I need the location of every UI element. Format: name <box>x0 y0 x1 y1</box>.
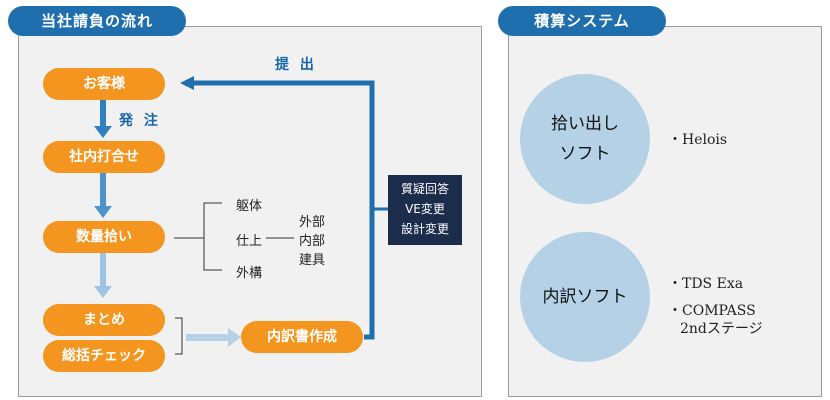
step-internal-meeting: 社内打合せ <box>43 141 165 173</box>
breakdown-software-circle: 内訳ソフト <box>520 232 650 362</box>
step-quantity-takeoff: 数量拾い <box>43 221 165 253</box>
takeoff-software-circle: 拾い出し ソフト <box>520 74 650 204</box>
revision-box: 質疑回答 VE変更 設計変更 <box>388 175 462 245</box>
step-breakdown-document: 内訳書作成 <box>241 321 363 353</box>
software-tds-exa: ・TDS Exa <box>668 276 744 292</box>
arrow-head-merge <box>228 328 241 347</box>
breakdown-finish: 仕上 <box>236 234 263 249</box>
arrow-head-submit <box>180 76 194 90</box>
finish-fittings: 建具 <box>299 253 326 268</box>
software-helois: ・Helois <box>668 132 728 148</box>
finish-interior: 内部 <box>299 234 326 249</box>
step-customer: お客様 <box>43 68 165 100</box>
takeoff-software-line2: ソフト <box>559 144 611 164</box>
arrow-shaft-2 <box>100 172 106 208</box>
workflow-title: 当社請負の流れ <box>8 6 186 36</box>
step-overall-check: 総括チェック <box>43 340 165 372</box>
breakdown-bracket <box>203 202 222 271</box>
system-title: 積算システム <box>498 6 666 36</box>
revision-design: 設計変更 <box>400 222 449 236</box>
step-summary: まとめ <box>43 304 165 336</box>
software-compass-stage: 2ndステージ <box>680 321 763 337</box>
takeoff-software-line1: 拾い出し <box>551 114 619 134</box>
revision-ve: VE変更 <box>405 202 445 216</box>
arrow-shaft-3 <box>100 252 106 288</box>
label-order: 発 注 <box>119 113 161 129</box>
merge-bracket <box>175 317 183 355</box>
breakdown-structure: 躯体 <box>236 199 263 214</box>
breakdown-exterior: 外構 <box>236 266 263 281</box>
arrow-head-2 <box>94 206 112 218</box>
arrow-shaft-order <box>100 100 106 127</box>
submit-return-path <box>192 80 375 340</box>
arrow-head-order <box>94 126 112 138</box>
label-submit: 提 出 <box>275 57 317 73</box>
revision-qa: 質疑回答 <box>400 182 449 196</box>
breakdown-software-line1: 内訳ソフト <box>542 287 628 307</box>
software-compass: ・COMPASS <box>668 303 756 319</box>
arrow-head-3 <box>94 286 112 298</box>
finish-exterior: 外部 <box>299 215 326 230</box>
arrow-shaft-merge <box>186 334 230 341</box>
